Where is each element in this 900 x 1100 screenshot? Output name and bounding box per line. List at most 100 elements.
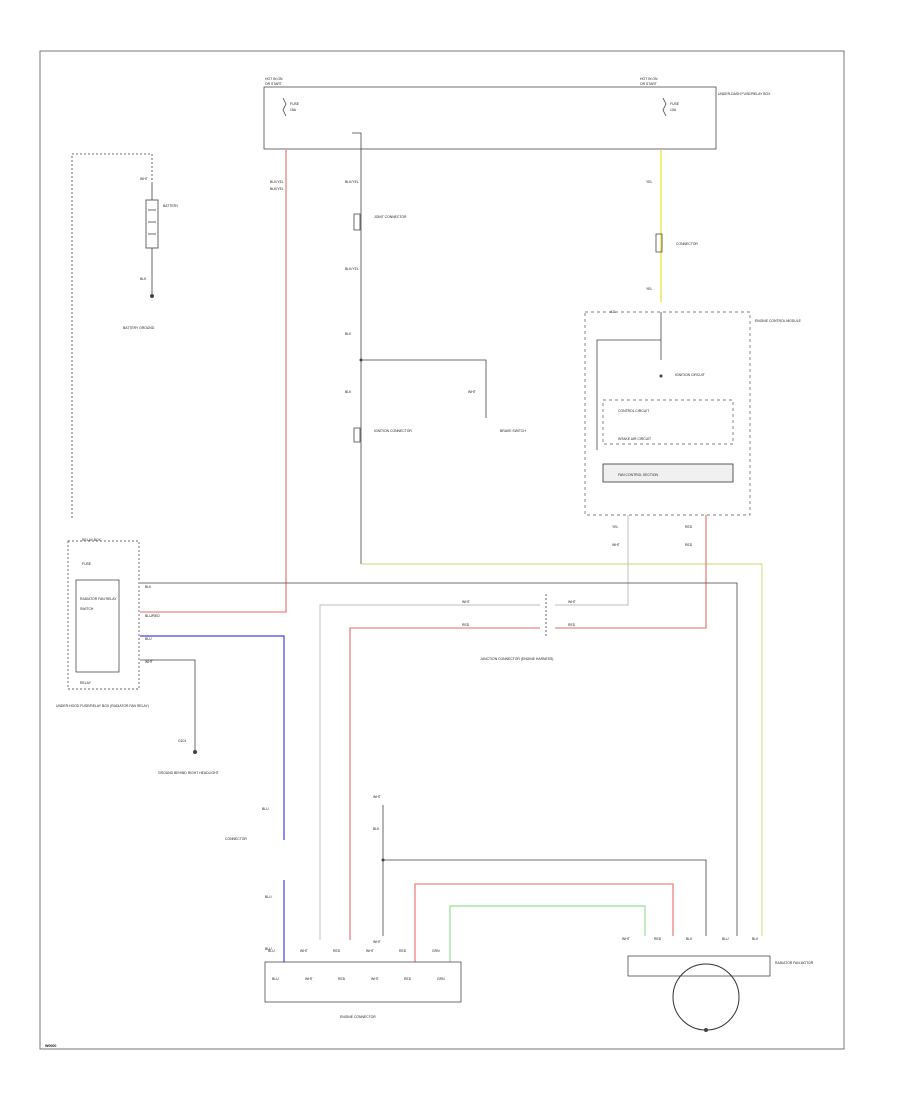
wire-d: BLK (345, 390, 352, 394)
hot-sub-right: OR START (640, 82, 657, 86)
bc-name4: WHT (371, 977, 379, 981)
ecm-white-wire (555, 515, 629, 606)
mid-w1: WHT (462, 600, 470, 604)
bc-name1: BLU (272, 977, 279, 981)
mid-w4: RED (568, 623, 576, 627)
jc-wire-bottom: BLK/YEL (345, 267, 359, 271)
hot-label-left: HOT IN ON (265, 77, 283, 81)
wire-left-top: BLK/YEL (270, 180, 284, 184)
bc-pin3: RED (333, 949, 341, 953)
engine-control-module: ENGINE CONTROL MODULE A11 IGNITION CIRCU… (584, 310, 802, 547)
ecm-out1: YEL (612, 525, 619, 529)
relay-ground-wire (140, 659, 196, 752)
blue-w2: BLU (265, 895, 272, 899)
battery-label: BATTERY (163, 204, 179, 208)
wire-left-mid: BLK/YEL (270, 187, 284, 191)
fan-sw-wire3: WHT (373, 940, 381, 944)
footer-code: W0000 (45, 1044, 56, 1048)
brake-switch-label: BRAKE SWITCH (500, 429, 526, 433)
right-wire-top: YEL (646, 180, 653, 184)
battery: BATTERY WHT BLK BATTERY GROUND (71, 153, 179, 520)
diagram-border (39, 50, 845, 1050)
bc-pin2: WHT (300, 949, 308, 953)
jc-wire-top: BLK/YEL (345, 180, 359, 184)
relay-pin4: WHT (145, 660, 153, 664)
blue-connector-caption: CONNECTOR (225, 837, 247, 841)
motor-pin3: BLK (686, 937, 693, 941)
motor-label: RADIATOR FAN MOTOR (775, 961, 814, 965)
wire-to-brake: WHT (468, 390, 476, 394)
red-feed-wire (140, 150, 287, 613)
left-block-caption: UNDER-HOOD FUSE/RELAY BOX (RADIATOR FAN … (56, 704, 149, 708)
ground-mid: G101 (178, 739, 186, 743)
blue-connector: BLU CONNECTOR BLU BLU (225, 807, 285, 962)
motor-pin5: BLK (752, 937, 759, 941)
fan-switch-branch: WHT BLK WHT (373, 795, 707, 962)
ecm-inner2: CONTROL CIRCUIT (618, 409, 649, 413)
motor-pin2: RED (654, 937, 662, 941)
ecm-pin: A11 (610, 310, 616, 314)
yellow-green-wire (361, 563, 763, 936)
relay-top: FUSE (82, 562, 92, 566)
under-dash-fuse-box: HOT IN ON OR START HOT IN ON OR START UN… (263, 77, 771, 150)
ignition-connector-label: IGNITION CONNECTOR (374, 429, 412, 433)
junction-connector: WHT WHT RED RED JUNCTION CONNECTOR (ENGI… (319, 594, 576, 940)
ecm-inner3: INTAKE AIR CIRCUIT (618, 437, 651, 441)
bc-name5: RED (404, 977, 412, 981)
blue-w3: BLU (265, 947, 272, 951)
battery-ground-label: BATTERY GROUND (123, 326, 155, 330)
radiator-fan-motor: WHT RED BLK BLU BLK RADIATOR FAN MOTOR (622, 937, 814, 1032)
bc-name3: RED (338, 977, 346, 981)
ecm-out2: RED (685, 525, 693, 529)
ecm-out1b: WHT (612, 543, 620, 547)
ecm-red-wire (555, 515, 707, 629)
ecm-out2b: RED (685, 543, 693, 547)
bc-pin5: RED (399, 949, 407, 953)
right-wire-bot: YEL (646, 287, 653, 291)
motor-pin1: WHT (622, 937, 630, 941)
relay-sub: SWITCH (80, 607, 94, 611)
relay-label: RADIATOR FAN RELAY (80, 597, 117, 601)
relay-pin2: BLU/RED (145, 614, 160, 618)
ecm-inner1: IGNITION CIRCUIT (675, 373, 705, 377)
battery-wire-top: WHT (140, 177, 148, 181)
relay-pin1: BLK (145, 585, 152, 589)
mid-connector-caption: JUNCTION CONNECTOR (ENGINE HARNESS) (480, 657, 553, 661)
fan-sw-wire1: WHT (373, 795, 381, 799)
bc-pin4: WHT (366, 949, 374, 953)
engine-connector: BLU WHT RED WHT RED GRN BLU WHT RED WHT … (264, 949, 462, 1019)
hot-label-right: HOT IN ON (640, 77, 658, 81)
battery-wire-bottom: BLK (140, 277, 147, 281)
wire-c: BLK (345, 332, 352, 336)
hot-sub-left: OR START (265, 82, 282, 86)
ecm-inner4: FAN CONTROL SECTION (618, 473, 659, 477)
relay-box-title: RELAY BOX (82, 538, 102, 542)
relay-black-wire (140, 582, 738, 936)
bc-pin6: GRN (432, 949, 440, 953)
relay-bottom: RELAY (80, 681, 92, 685)
bottom-connector-caption: ENGINE CONNECTOR (340, 1015, 376, 1019)
right-connector-label: CONNECTOR (676, 242, 698, 246)
ufb-title: UNDER-DASH FUSE/RELAY BOX (718, 92, 771, 96)
blue-w1: BLU (262, 807, 269, 811)
fan-sw-wire2: BLK (373, 827, 380, 831)
ecm-title: ENGINE CONTROL MODULE (755, 319, 802, 323)
fuse-left-label: FUSE (290, 102, 300, 106)
mid-w3: RED (462, 623, 470, 627)
joint-connector-label: JOINT CONNECTOR (374, 215, 407, 219)
ground-mid-caption: GROUND BEHIND RIGHT HEADLIGHT (158, 771, 219, 775)
bc-pin1: BLU (268, 949, 275, 953)
fuse-right-sub: 10A (670, 108, 677, 112)
bc-name2: WHT (305, 977, 313, 981)
relay-pin3: BLU (145, 637, 152, 641)
motor-pin4: BLU (722, 937, 729, 941)
fuse-right-label: FUSE (670, 102, 680, 106)
fuse-left-sub: 15A (290, 108, 297, 112)
bc-name6: GRN (437, 977, 445, 981)
radiator-fan-relay-box: RELAY BOX FUSE RADIATOR FAN RELAY SWITCH… (56, 538, 160, 708)
ignition-branch: BLK/YEL JOINT CONNECTOR BLK/YEL BLK BLK … (345, 132, 526, 564)
right-yellow-branch: YEL CONNECTOR YEL (646, 150, 698, 302)
relay-blue-wire (140, 635, 285, 840)
mid-w2: WHT (568, 600, 576, 604)
